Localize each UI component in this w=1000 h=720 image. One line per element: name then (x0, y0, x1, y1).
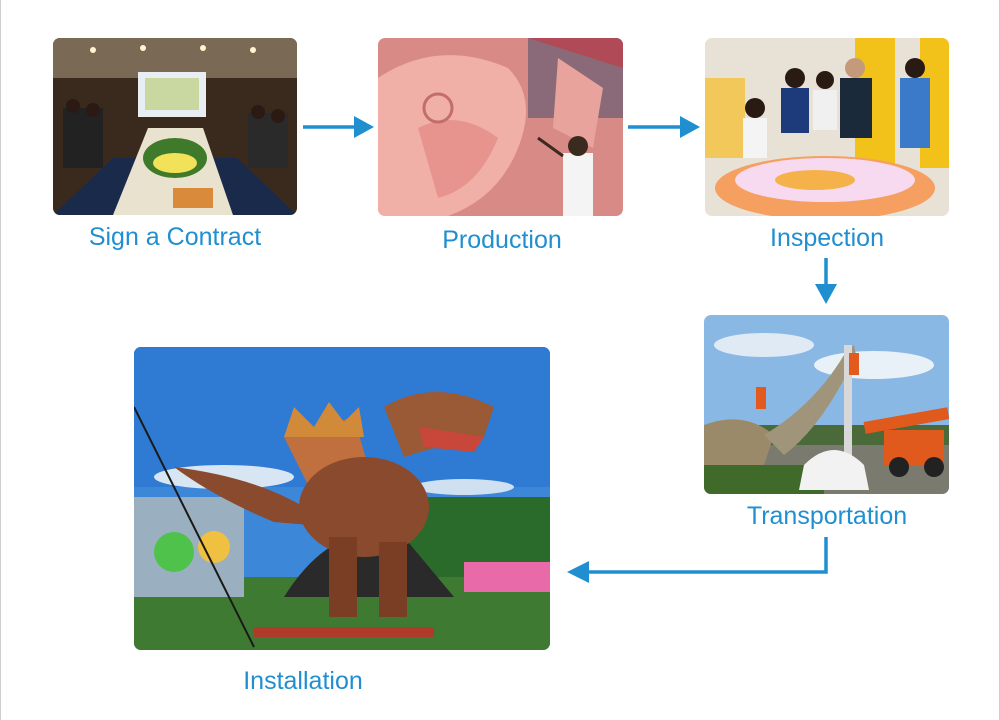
transportation-label: Transportation (746, 502, 908, 530)
inspection-photo (705, 38, 949, 216)
sign-contract-label: Sign a Contract (88, 223, 262, 251)
production-label: Production (442, 226, 562, 254)
installation-label: Installation (243, 667, 363, 695)
production-photo (378, 38, 623, 216)
installation-photo (134, 347, 550, 650)
inspection-label: Inspection (770, 224, 884, 252)
sign-contract-photo (53, 38, 297, 215)
transportation-photo (704, 315, 949, 494)
